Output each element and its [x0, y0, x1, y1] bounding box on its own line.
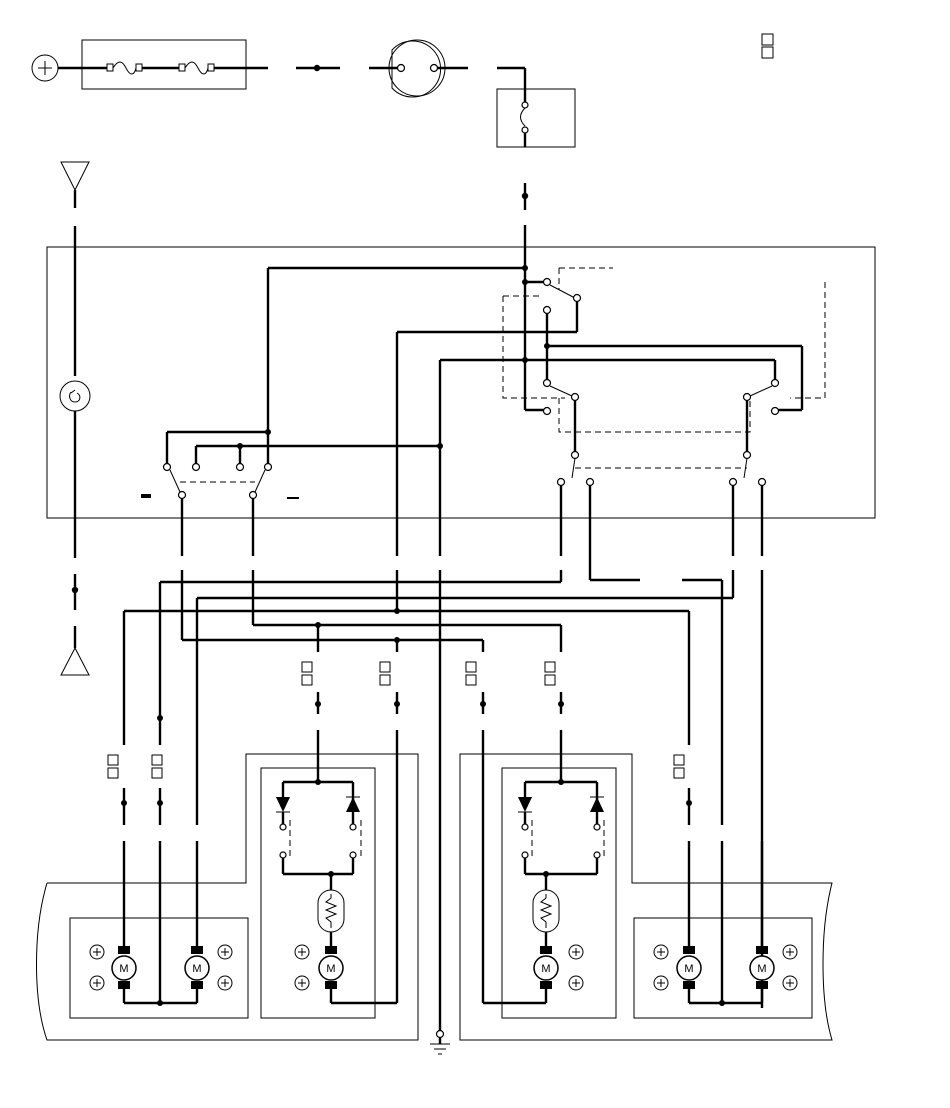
diode-up-icon [346, 797, 360, 812]
screw-group [89, 944, 798, 991]
ground-icon [430, 1029, 450, 1055]
motor-icon: M [111, 946, 137, 989]
diode-down-icon [276, 797, 290, 812]
diode-up-icon [590, 797, 604, 812]
heater-element-icon [532, 889, 560, 933]
mounting-screw-icon [217, 975, 233, 991]
motor-icon: M [676, 946, 702, 989]
motor-icon: M [749, 946, 775, 989]
arrow-down-icon [60, 161, 90, 192]
left-door-outline [36, 753, 419, 1041]
control-unit-wiring [141, 265, 826, 580]
mounting-screw-icon [294, 944, 310, 960]
mounting-screw-icon [653, 944, 669, 960]
harness-wiring [107, 570, 764, 1030]
connector-symbol [379, 661, 391, 686]
motor-label: M [119, 963, 128, 975]
relay-box [496, 88, 576, 148]
arrow-up-icon [60, 646, 90, 676]
motor-label: M [757, 963, 766, 975]
lamp-icon [59, 380, 91, 412]
fuse-1-icon [106, 61, 143, 75]
battery-feed [31, 33, 774, 410]
diode-down-icon [518, 797, 532, 812]
fuse-box [81, 39, 247, 90]
left-mirror-motors [122, 841, 199, 1006]
motor-icon: M [184, 946, 210, 989]
relay-contact-icon [520, 101, 529, 134]
right-door-module [483, 779, 605, 1005]
connector-symbol [151, 754, 163, 779]
ignition-switch-icon [369, 39, 468, 98]
mounting-screw-icon [89, 975, 105, 991]
motor-label: M [541, 963, 550, 975]
right-mirror-motors [687, 841, 764, 1006]
heater-element-icon [317, 889, 345, 933]
mounting-screw-icon [782, 944, 798, 960]
left-door-module [276, 779, 397, 1005]
mounting-screw-icon [294, 975, 310, 991]
mounting-screw-icon [568, 944, 584, 960]
motor-label: M [326, 963, 335, 975]
connector-symbol [544, 661, 556, 686]
mounting-screw-icon [568, 975, 584, 991]
fuse-2-icon [178, 61, 215, 75]
mounting-screw-icon [89, 944, 105, 960]
mounting-screw-icon [782, 975, 798, 991]
control-unit-box [46, 246, 876, 519]
motor-icon: M [318, 946, 344, 989]
right-door-module-box [501, 767, 617, 1019]
connector-symbol [107, 754, 119, 779]
mounting-screw-icon [217, 944, 233, 960]
left-door-module-box [260, 767, 376, 1019]
motor-label: M [192, 963, 201, 975]
lamp-circuit [59, 161, 91, 676]
connector-symbol [465, 661, 477, 686]
motor-label: M [684, 963, 693, 975]
connector-symbol [301, 661, 313, 686]
motor-icon: M [533, 946, 559, 989]
connector-symbol-top-right [761, 33, 774, 59]
right-door-outline [459, 753, 833, 1041]
mounting-screw-icon [653, 975, 669, 991]
connector-symbol [673, 754, 685, 779]
